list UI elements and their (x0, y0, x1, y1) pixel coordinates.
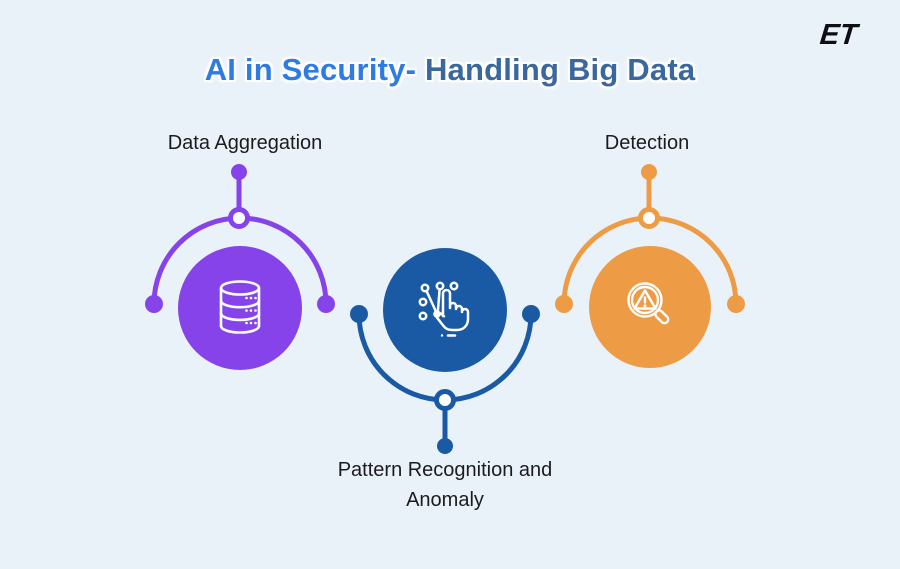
arc-end-dot-left (350, 305, 368, 323)
et-logo: ET (818, 19, 859, 51)
page-title: AI in Security- Handling Big Data (0, 52, 900, 88)
pin-dot (641, 164, 657, 180)
arc-end-dot-right (727, 295, 745, 313)
pin-dot (231, 164, 247, 180)
node-label-pattern-recognition: Pattern Recognition and Anomaly (337, 459, 553, 511)
database-icon (219, 280, 261, 334)
arc-end-dot-right (522, 305, 540, 323)
node-detection (555, 164, 745, 368)
pin-dot (437, 438, 453, 454)
junction-ring (434, 389, 456, 411)
page-title-part1: AI in Security- (204, 52, 425, 87)
arc-end-dot-left (145, 295, 163, 313)
magnifier-warning-icon (627, 282, 670, 325)
node-pattern-recognition (350, 248, 540, 454)
node-circle (383, 248, 507, 372)
page-title-part2: Handling Big Data (424, 52, 696, 87)
node-label-data-aggregation: Data Aggregation (167, 132, 323, 154)
junction-ring (228, 207, 250, 229)
junction-ring (638, 207, 660, 229)
node-label-detection: Detection (604, 132, 690, 154)
pattern-touch-icon (418, 281, 470, 337)
arc-end-dot-left (555, 295, 573, 313)
arc-end-dot-right (317, 295, 335, 313)
node-data-aggregation (145, 164, 335, 370)
node-circle (589, 246, 711, 368)
